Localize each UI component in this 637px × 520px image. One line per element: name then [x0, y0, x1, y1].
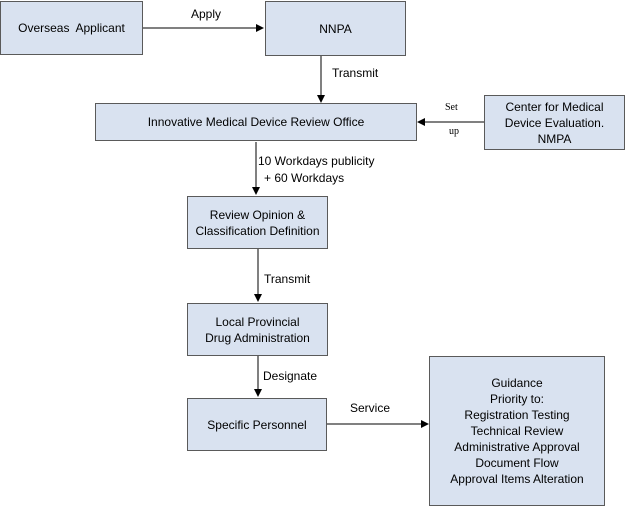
node-nnpa-label: NNPA	[319, 21, 352, 36]
edge-label-transmit-1: Transmit	[332, 66, 379, 80]
edge-label-publicity-line-2: + 60 Workdays	[264, 171, 345, 185]
node-guidance-line-1: Guidance	[491, 376, 543, 390]
node-review-office: Innovative Medical Device Review Office	[95, 103, 417, 141]
node-guidance-line-4: Technical Review	[470, 424, 564, 438]
node-guidance-line-3: Registration Testing	[464, 408, 570, 422]
node-review-opinion: Review Opinion & Classification Definiti…	[187, 196, 328, 249]
node-center-line-1: Center for Medical	[505, 99, 604, 114]
edge-label-up: up	[449, 126, 459, 137]
node-review-opinion-line-2: Classification Definition	[195, 223, 320, 238]
node-center-line-2: Device Evaluation.	[504, 115, 605, 130]
node-specific-personnel-label: Specific Personnel	[207, 417, 307, 432]
node-overseas-applicant: Overseas Applicant	[0, 1, 143, 55]
node-local-provincial-line-1: Local Provincial	[215, 314, 300, 329]
node-center-line-3: NMPA	[537, 131, 572, 146]
node-guidance-line-2: Priority to:	[489, 392, 544, 406]
edge-label-transmit-2: Transmit	[264, 272, 311, 286]
node-specific-personnel: Specific Personnel	[187, 398, 327, 451]
node-local-provincial: Local Provincial Drug Administration	[187, 303, 328, 356]
node-guidance-line-5: Administrative Approval	[454, 440, 580, 454]
node-guidance: Guidance Priority to: Registration Testi…	[429, 356, 605, 506]
edge-label-designate: Designate	[263, 369, 318, 383]
edge-label-apply: Apply	[191, 7, 222, 21]
node-local-provincial-line-2: Drug Administration	[205, 330, 310, 345]
edge-label-publicity-line-1: 10 Workdays publicity	[258, 154, 375, 168]
node-center-medical-device: Center for Medical Device Evaluation. NM…	[484, 95, 625, 150]
edge-label-service: Service	[350, 401, 391, 415]
node-review-opinion-line-1: Review Opinion &	[209, 207, 306, 222]
node-overseas-applicant-label: Overseas Applicant	[18, 21, 125, 35]
node-review-office-label: Innovative Medical Device Review Office	[147, 115, 365, 129]
node-nnpa: NNPA	[265, 1, 406, 56]
node-guidance-line-6: Document Flow	[475, 456, 559, 470]
node-guidance-line-7: Approval Items Alteration	[450, 472, 584, 486]
edge-label-set: Set	[445, 102, 458, 113]
